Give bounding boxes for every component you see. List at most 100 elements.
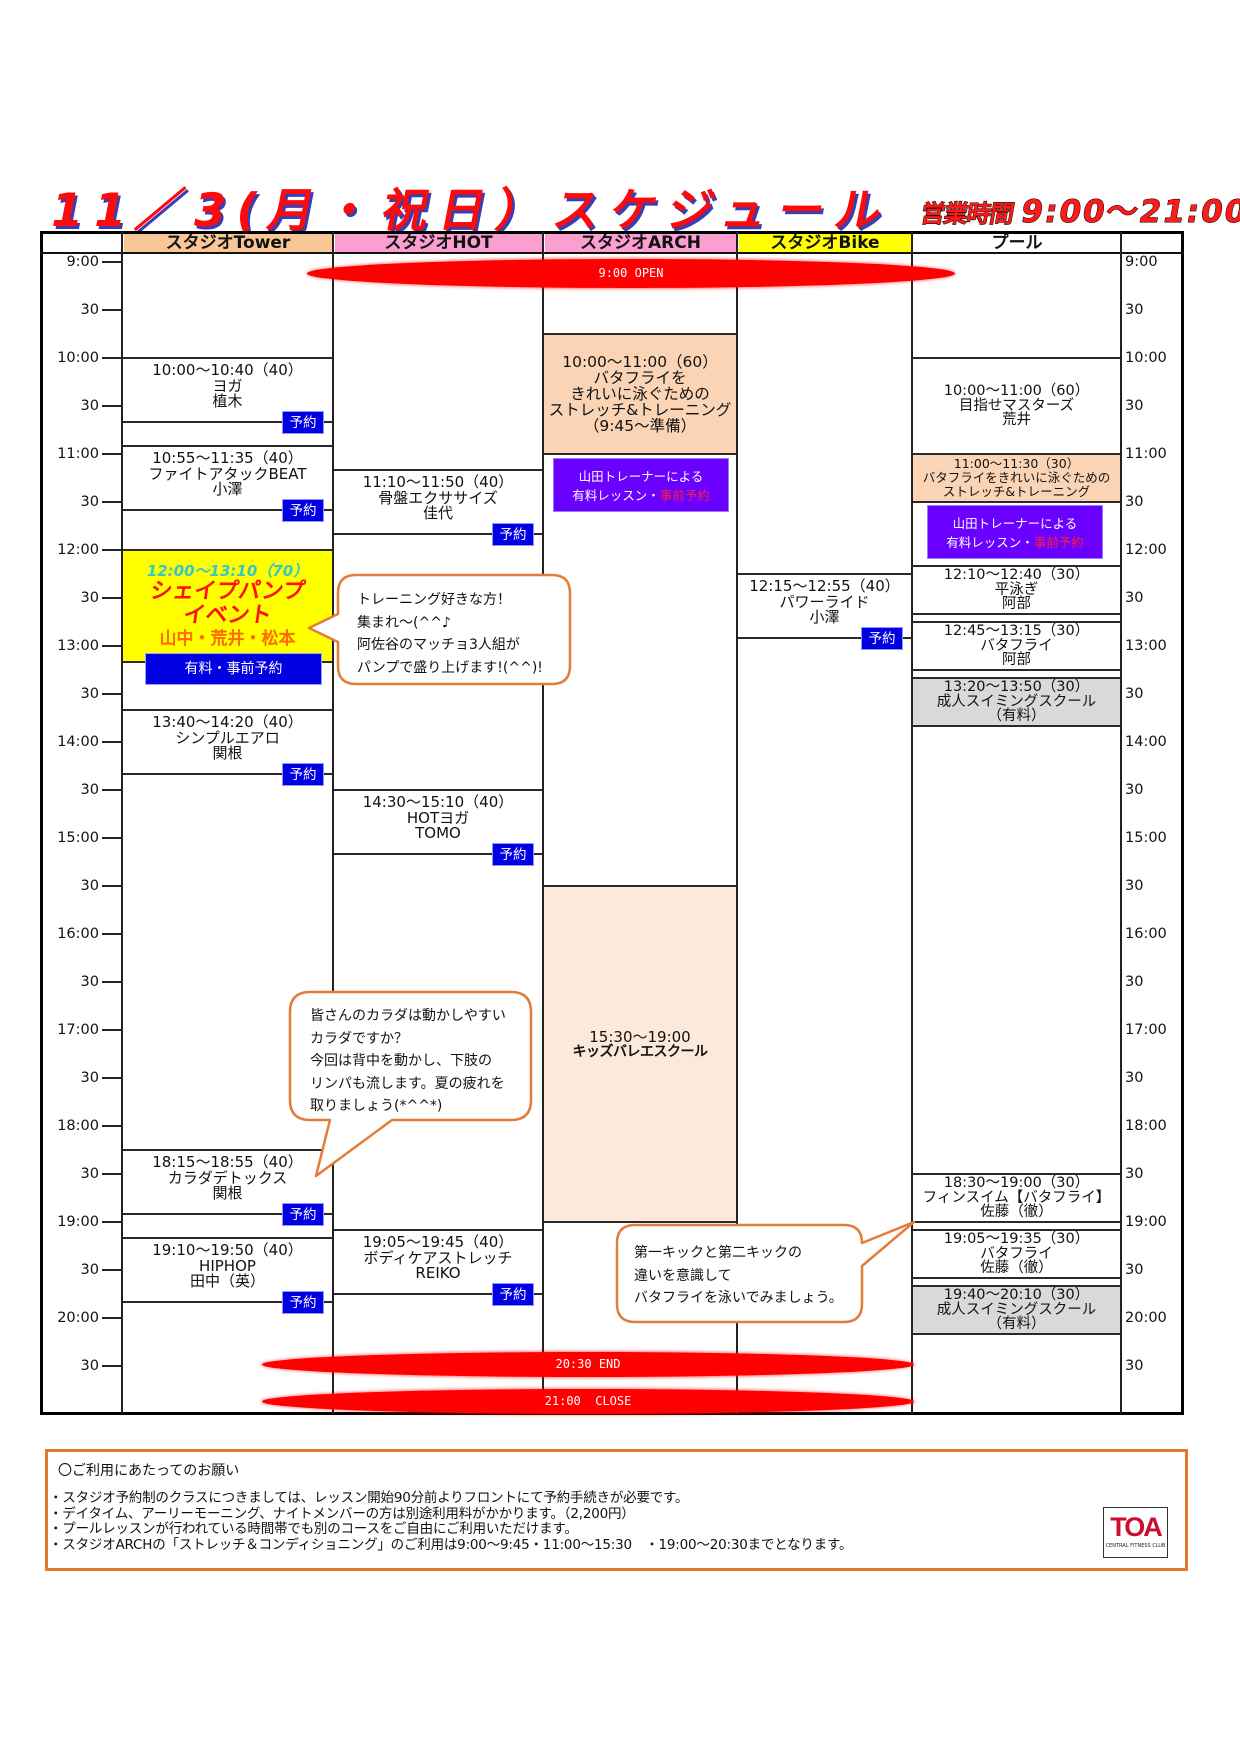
class-time: 13:40～14:20（40） xyxy=(152,713,303,732)
time-label-left: 30 xyxy=(80,398,99,414)
time-label-left: 30 xyxy=(80,686,99,702)
time-tick xyxy=(102,1173,122,1175)
time-label-right: 16:00 xyxy=(1125,926,1167,942)
paid-lesson-box-pool: 山田トレーナーによる 有料レッスン・事前予約 xyxy=(927,505,1103,559)
time-label-left: 30 xyxy=(80,1166,99,1182)
bubble-line: リンパも流します。夏の疲れを xyxy=(310,1075,505,1092)
time-label-left: 30 xyxy=(80,974,99,990)
time-label-right: 30 xyxy=(1125,1070,1144,1086)
event-instructors: 山中・荒井・松本 xyxy=(159,629,296,649)
time-label-right: 17:00 xyxy=(1125,1022,1167,1038)
time-label-right: 30 xyxy=(1125,1166,1144,1182)
class-name: パワーライド xyxy=(779,592,870,611)
column-divider xyxy=(542,232,544,1414)
notice-item: ・デイタイム、アーリーモーニング、ナイトメンバーの方は別途利用料がかかります。（… xyxy=(49,1505,635,1522)
time-label-right: 30 xyxy=(1125,782,1144,798)
time-tick xyxy=(102,261,122,263)
time-label-left: 30 xyxy=(80,590,99,606)
class-time: 10:00～11:00（60） xyxy=(943,383,1090,400)
column-divider xyxy=(332,232,334,1414)
class-name: キッズバレエスクール xyxy=(572,1044,709,1060)
time-label-right: 30 xyxy=(1125,878,1144,894)
time-tick xyxy=(102,1221,122,1223)
class-name: HIPHOP xyxy=(199,1256,256,1275)
toa-logo: TOA CENTRAL FITNESS CLUB xyxy=(1103,1507,1168,1558)
reserve-badge: 予約 xyxy=(861,627,903,651)
reserve-badge: 予約 xyxy=(492,1283,534,1306)
logo-subtitle: CENTRAL FITNESS CLUB xyxy=(1105,1543,1166,1549)
paid-lesson-highlight: 事前予約 xyxy=(659,488,710,503)
paid-lesson-line1: 山田トレーナーによる xyxy=(578,469,704,484)
class-time: 13:20～13:50（30） xyxy=(943,679,1090,696)
business-hours-label: 営業時間 xyxy=(918,200,1016,229)
time-tick xyxy=(102,693,122,695)
bubble-line: パンプで盛り上げます!(^^)! xyxy=(357,659,543,676)
class-time: 19:05～19:45（40） xyxy=(362,1233,514,1252)
time-label-left: 11:00 xyxy=(57,446,99,462)
paid-lesson-box-arch: 山田トレーナーによる 有料レッスン・事前予約 xyxy=(553,458,729,512)
time-label-right: 15:00 xyxy=(1125,830,1167,846)
studio-header-bike: スタジオBike xyxy=(739,234,911,252)
time-tick xyxy=(102,1365,122,1367)
bubble-line: 第一キックと第二キックの xyxy=(634,1245,802,1261)
time-label-left: 30 xyxy=(80,302,99,318)
logo-text: TOA xyxy=(1110,1512,1163,1542)
class-instructor: ストレッチ&トレーニング xyxy=(942,484,1091,499)
time-tick xyxy=(102,309,122,311)
bubble-line: トレーニング好きな方！ xyxy=(357,592,511,608)
reserve-badge: 予約 xyxy=(282,1203,324,1227)
time-tick xyxy=(102,933,122,935)
class-instructor: 荒井 xyxy=(1002,412,1031,429)
bubble-line: カラダですか？ xyxy=(310,1030,408,1047)
time-label-left: 19:00 xyxy=(57,1214,99,1230)
time-label-left: 17:00 xyxy=(57,1022,99,1038)
time-label-right: 30 xyxy=(1125,1358,1144,1374)
class-name: フィンスイム【バタフライ】 xyxy=(922,1189,1111,1206)
bubble-line: 阿佐谷のマッチョ3人組が xyxy=(357,637,520,653)
class-name: バタフライを xyxy=(593,369,687,387)
class-instructor: 阿部 xyxy=(1002,652,1031,669)
time-tick xyxy=(102,597,122,599)
time-label-left: 15:00 xyxy=(57,830,99,846)
time-tick xyxy=(102,1029,122,1031)
paid-lesson-text: 有料レッスン・ xyxy=(572,488,660,503)
time-tick xyxy=(102,1125,122,1127)
class-time: 15:30～19:00 xyxy=(589,1027,691,1046)
class-time: 19:10～19:50（40） xyxy=(152,1241,303,1260)
bubble-line: 集まれ～(^^♪ xyxy=(357,614,451,631)
reserve-badge: 予約 xyxy=(282,498,324,522)
class-name: シンプルエアロ xyxy=(175,728,280,747)
time-label-left: 13:00 xyxy=(57,638,99,654)
event-title-line2: イベント xyxy=(181,603,274,628)
class-name: バタフライ xyxy=(980,1245,1053,1262)
class-time: 10:55～11:35（40） xyxy=(152,449,303,468)
time-label-left: 30 xyxy=(80,878,99,894)
close-marker xyxy=(262,1389,914,1414)
class-time: 10:00～10:40（40） xyxy=(152,361,303,380)
class-name: きれいに泳ぐための xyxy=(570,385,710,403)
close-marker-label: 21:00 CLOSE xyxy=(544,1394,632,1408)
time-label-left: 30 xyxy=(80,1070,99,1086)
class-instructor: （有料） xyxy=(987,1316,1046,1333)
class-time: 14:30～15:10（40） xyxy=(362,793,514,812)
class-block-pool: 11:00～11:30（30）バタフライをきれいに泳ぐためのストレッチ&トレーニ… xyxy=(913,453,1120,503)
time-tick xyxy=(102,885,122,887)
notice-box xyxy=(45,1449,1188,1571)
business-hours: 営業時間9:00～21:00 xyxy=(918,186,1240,231)
time-label-left: 9:00 xyxy=(66,254,99,270)
class-time: 11:10～11:50（40） xyxy=(362,473,514,492)
time-label-left: 16:00 xyxy=(57,926,99,942)
end-marker xyxy=(262,1352,914,1377)
bubble-line: 今回は背中を動かし、下肢の xyxy=(310,1053,492,1069)
class-instructor: 小澤 xyxy=(809,608,840,627)
time-label-right: 11:00 xyxy=(1125,446,1167,462)
class-time: 19:40～20:10（30） xyxy=(943,1287,1090,1304)
column-divider xyxy=(1120,232,1122,1414)
studio-header-arch: スタジオARCH xyxy=(545,234,736,252)
time-label-left: 12:00 xyxy=(57,542,99,558)
class-time: 11:00～11:30（30） xyxy=(953,456,1080,471)
time-label-left: 18:00 xyxy=(57,1118,99,1134)
class-time: 18:30～19:00（30） xyxy=(943,1175,1090,1192)
